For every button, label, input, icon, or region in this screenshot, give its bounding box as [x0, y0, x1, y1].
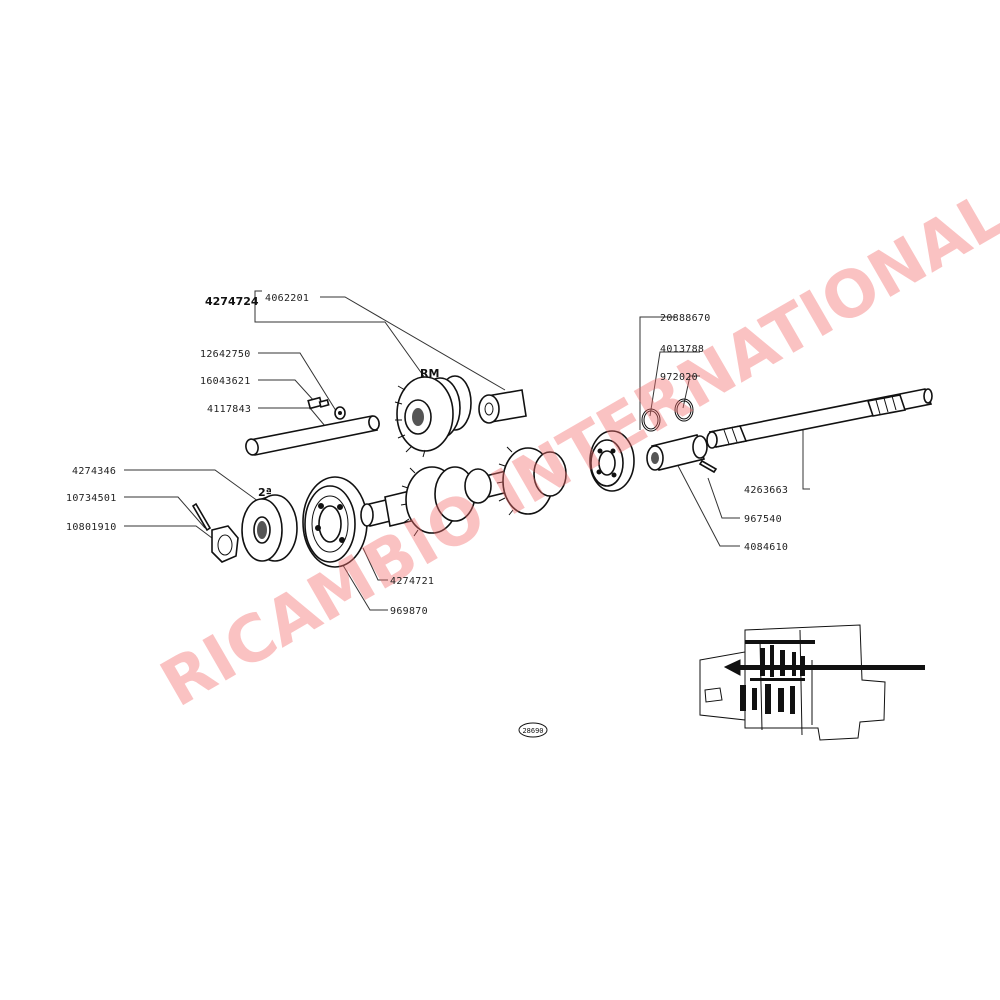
part-bushing-4062201 — [478, 389, 527, 424]
part-washer-12642750 — [334, 406, 346, 420]
part-shaft-4117843 — [245, 415, 380, 456]
part-labels: 4274724 4062201 12642750 16043621 411784… — [66, 293, 788, 617]
group-label: 4274724 — [205, 295, 259, 308]
part-screw-16043621 — [307, 396, 330, 410]
leader-lines — [124, 290, 810, 611]
part-circlip-4013788 — [641, 408, 661, 432]
figure-number-badge: 28690 — [518, 722, 548, 738]
label-4274346: 4274346 — [72, 466, 116, 477]
gear-mark-second: 2ª — [258, 486, 272, 499]
part-gear-4274346 — [241, 494, 298, 562]
part-reverse-gear-cluster — [394, 375, 472, 458]
gearbox-locator-inset — [699, 624, 925, 741]
inset-gears — [740, 645, 805, 714]
label-4062201: 4062201 — [265, 293, 309, 304]
label-972020: 972020 — [660, 372, 698, 383]
part-circlip-972020 — [674, 398, 694, 422]
inset-shafts — [730, 640, 925, 681]
part-bearing-20888670 — [589, 430, 635, 492]
label-969870: 969870 — [390, 606, 428, 617]
label-4263663: 4263663 — [744, 485, 788, 496]
label-4013788: 4013788 — [660, 344, 704, 355]
part-countershaft-4274721 — [360, 446, 567, 537]
label-10734501: 10734501 — [66, 493, 117, 504]
label-4274721: 4274721 — [390, 576, 434, 587]
label-4117843: 4117843 — [207, 404, 251, 415]
label-967540: 967540 — [744, 514, 782, 525]
part-bearing-969870 — [302, 476, 368, 568]
gear-mark-reverse: RM — [420, 367, 439, 380]
label-12642750: 12642750 — [200, 349, 251, 360]
label-10801910: 10801910 — [66, 522, 117, 533]
part-pin-967540 — [698, 459, 718, 474]
part-sleeve-4084610 — [646, 434, 708, 471]
part-nut-10801910 — [211, 525, 239, 563]
part-pin-10734501 — [191, 502, 212, 532]
label-20888670: 20888670 — [660, 313, 711, 324]
label-16043621: 16043621 — [200, 376, 251, 387]
part-mainshaft-4263663 — [706, 388, 933, 449]
figure-number: 28690 — [522, 727, 543, 735]
label-4084610: 4084610 — [744, 542, 788, 553]
